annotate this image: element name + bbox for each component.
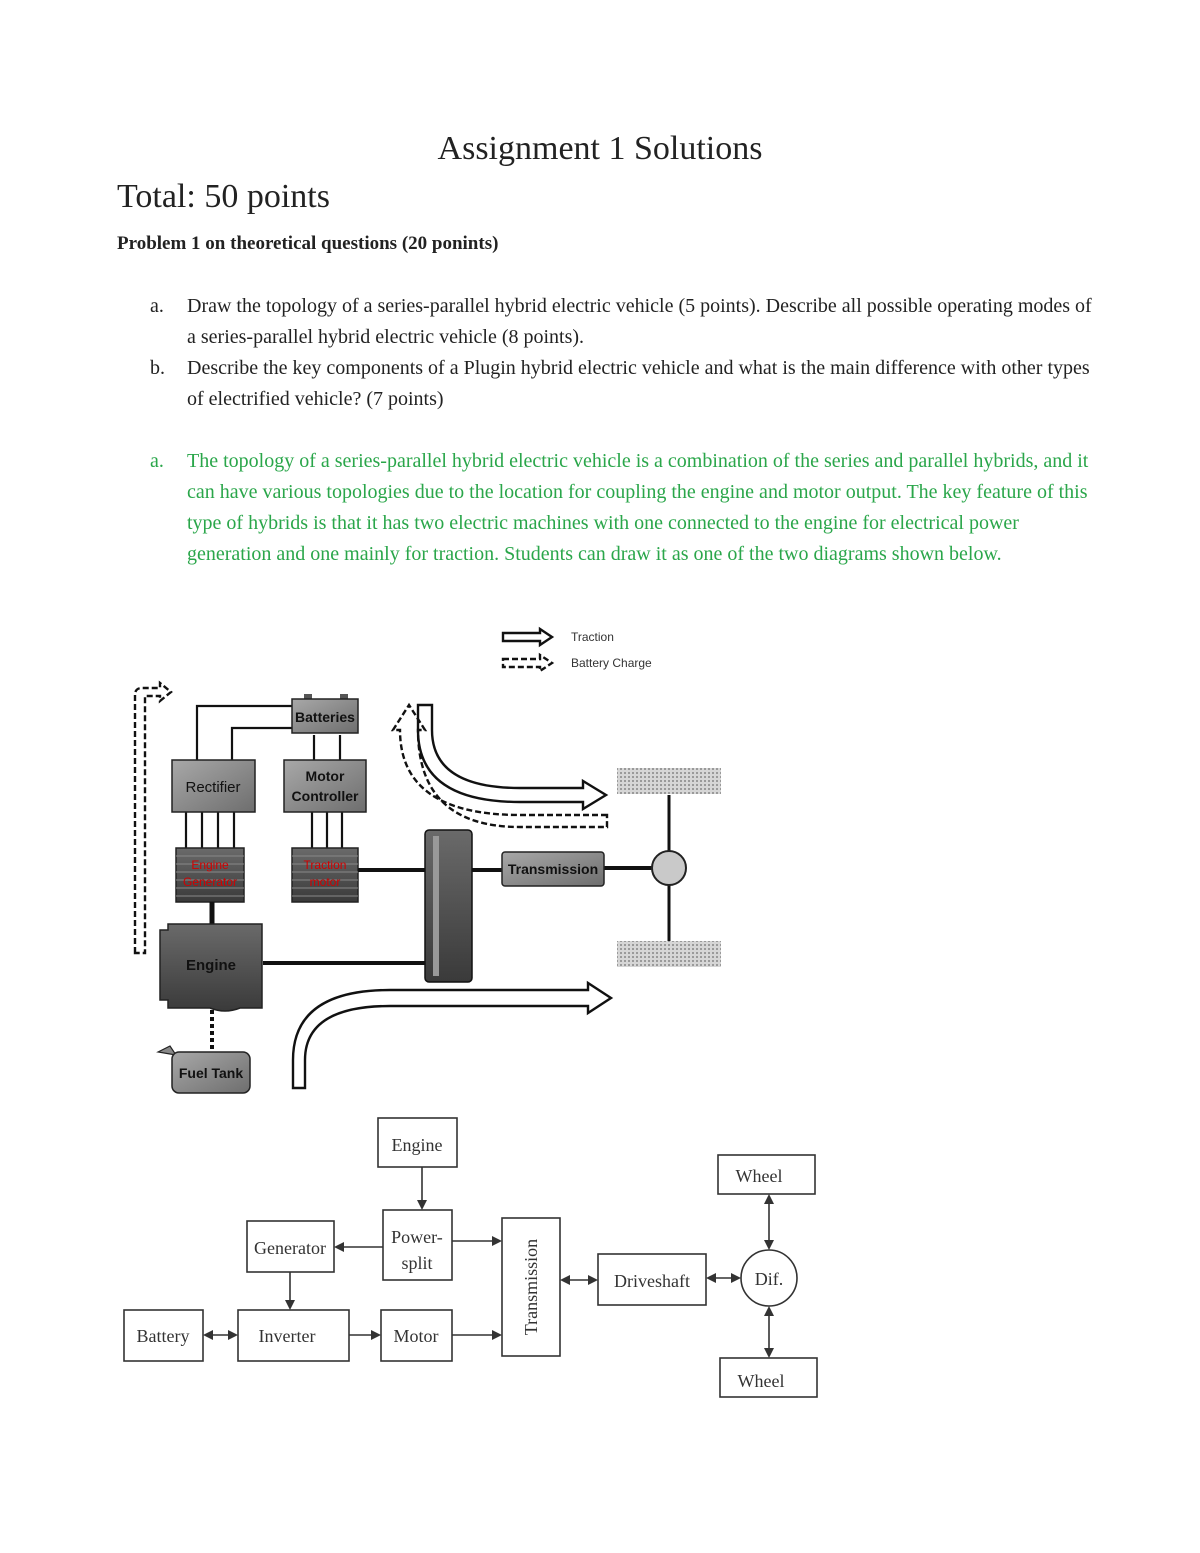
engine-generator-label-1: Engine xyxy=(191,858,229,872)
question-text: Draw the topology of a series-parallel h… xyxy=(187,295,1092,348)
power-coupler-block xyxy=(424,829,473,983)
power-split-label-2: split xyxy=(401,1253,432,1273)
legend-battery-charge-label: Battery Charge xyxy=(571,656,652,670)
fuel-tank-label: Fuel Tank xyxy=(179,1065,244,1081)
wiring xyxy=(184,704,344,848)
battery-charge-loop-arrow-icon xyxy=(133,680,173,955)
batteries-label: Batteries xyxy=(295,709,355,725)
wheel-top-icon xyxy=(617,768,721,794)
motor-controller-block: Motor Controller xyxy=(283,759,367,813)
block-arrows xyxy=(203,1167,774,1358)
traction-motor-label-1: Traction xyxy=(304,858,347,872)
driveshaft-label: Driveshaft xyxy=(614,1271,690,1291)
question-b: b. Describe the key components of a Plug… xyxy=(150,353,1100,415)
answer-marker: a. xyxy=(150,450,164,472)
engine-label: Engine xyxy=(392,1135,443,1155)
generator-label: Generator xyxy=(254,1238,326,1258)
differential-label: Dif. xyxy=(755,1269,784,1289)
driveshaft-box xyxy=(597,1253,707,1306)
traction-motor-label-2: motor xyxy=(310,875,341,889)
question-text: Describe the key components of a Plugin … xyxy=(187,357,1090,410)
motor-controller-label-1: Motor xyxy=(306,768,345,784)
motor-label: Motor xyxy=(394,1326,439,1346)
legend-traction-label: Traction xyxy=(571,630,614,644)
batteries-block: Batteries xyxy=(291,694,359,734)
problem-heading: Problem 1 on theoretical questions (20 p… xyxy=(117,233,499,254)
battery-charge-arrow-upper-icon xyxy=(390,702,609,829)
wheel-bottom-label: Wheel xyxy=(738,1371,785,1391)
motor-controller-label-2: Controller xyxy=(292,788,359,804)
answer-text: The topology of a series-parallel hybrid… xyxy=(187,450,1089,565)
block-boxes xyxy=(123,1117,818,1398)
traction-arrow-upper-icon xyxy=(416,703,609,812)
question-a: a. Draw the topology of a series-paralle… xyxy=(150,291,1100,353)
battery-charge-arrow-icon xyxy=(501,652,555,674)
question-marker: a. xyxy=(150,295,164,317)
transmission-block: Transmission xyxy=(501,851,605,887)
engine-label: Engine xyxy=(186,957,236,974)
fuel-tank-block: Fuel Tank xyxy=(156,1045,251,1094)
wheel-bottom-icon xyxy=(617,941,721,967)
transmission-label: Transmission xyxy=(521,1239,541,1335)
wheel-top-box xyxy=(717,1154,816,1195)
engine-generator-label-2: Generator xyxy=(183,875,237,889)
answer-list: a. The topology of a series-parallel hyb… xyxy=(150,446,1100,570)
differential-icon xyxy=(651,850,687,886)
inverter-label: Inverter xyxy=(259,1326,316,1346)
block-labels: Engine Power- split Generator Battery In… xyxy=(137,1135,785,1391)
battery-box xyxy=(123,1309,204,1362)
engine-block: Engine xyxy=(159,923,263,1012)
traction-arrow-icon xyxy=(501,626,555,648)
engine-box xyxy=(377,1117,458,1168)
question-marker: b. xyxy=(150,357,165,379)
rectifier-label: Rectifier xyxy=(185,779,240,796)
total-points: Total: 50 points xyxy=(117,178,330,215)
question-list: a. Draw the topology of a series-paralle… xyxy=(150,291,1100,415)
wheel-top-label: Wheel xyxy=(736,1166,783,1186)
wheel-bottom-box xyxy=(719,1357,818,1398)
transmission-box xyxy=(501,1217,561,1357)
page-title: Assignment 1 Solutions xyxy=(437,130,763,167)
power-split-box xyxy=(382,1209,453,1281)
traction-motor-block: Traction motor xyxy=(291,847,359,903)
battery-label: Battery xyxy=(137,1326,190,1346)
power-split-label-1: Power- xyxy=(391,1227,443,1247)
rectifier-block: Rectifier xyxy=(171,759,256,813)
answer-a: a. The topology of a series-parallel hyb… xyxy=(150,446,1100,570)
legend: Traction Battery Charge xyxy=(501,626,652,674)
traction-arrow-lower-icon xyxy=(291,980,614,1090)
transmission-label: Transmission xyxy=(508,861,598,877)
